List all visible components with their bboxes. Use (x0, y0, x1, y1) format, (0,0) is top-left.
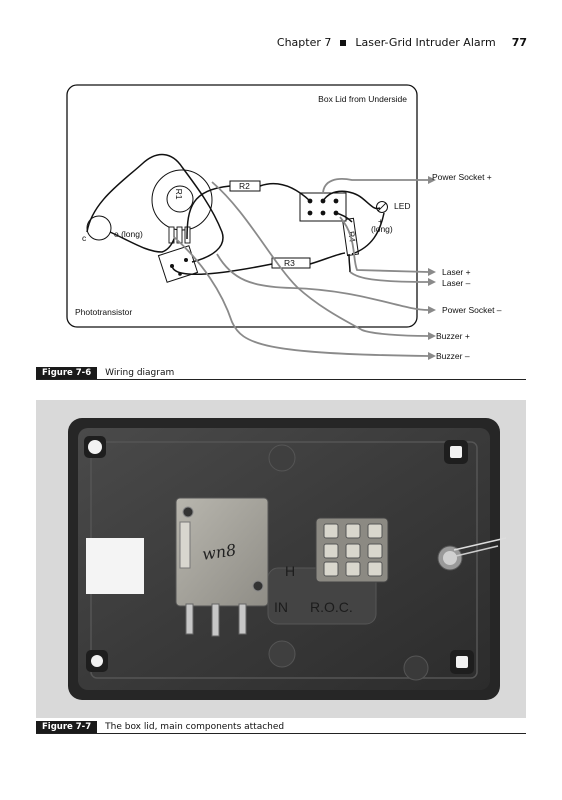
lid-inner (78, 428, 490, 690)
arrow-icon (428, 268, 436, 276)
r3-label: R3 (284, 258, 295, 268)
panel-title: Box Lid from Underside (318, 94, 407, 104)
r2-label: R2 (239, 181, 250, 191)
label-buzzer-plus: Buzzer + (436, 331, 470, 341)
embossed-roc: R.O.C. (310, 599, 353, 615)
switch-pin (333, 198, 339, 204)
arrow-icon (428, 278, 436, 286)
caption-text: Wiring diagram (105, 368, 175, 378)
pot-legs (185, 603, 247, 637)
led-long-label: (long) (371, 224, 393, 234)
figure-label: Figure 7-7 (36, 721, 98, 733)
phototransistor-window (86, 538, 144, 594)
phototransistor-body (86, 215, 112, 241)
figure-label: Figure 7-6 (36, 367, 98, 379)
arrow-icon (428, 306, 436, 314)
led-lead (377, 202, 387, 212)
r1-pot-shaft (166, 185, 194, 213)
label-buzzer-minus: Buzzer – (436, 351, 470, 361)
chapter-title: Laser-Grid Intruder Alarm (355, 36, 496, 49)
wire-arrows (428, 176, 436, 360)
screw-hole (456, 656, 468, 668)
potentiometer (175, 497, 269, 607)
r3-resistor (271, 257, 311, 269)
arrow-icon (428, 352, 436, 360)
switch-pin (307, 210, 313, 216)
gray-wires (173, 178, 429, 357)
pot-handwriting: wn8 (201, 540, 237, 564)
led-lens (443, 551, 457, 565)
caption-text: The box lid, main components attached (105, 722, 285, 732)
pot-rivet (182, 506, 194, 518)
phototransistor-c-label: c (82, 233, 87, 243)
pot-leg (211, 603, 220, 637)
switch-lugs (323, 523, 383, 577)
running-header: Chapter 7 Laser-Grid Intruder Alarm 77 (0, 36, 527, 49)
separator-square-icon (340, 39, 347, 46)
chapter-label: Chapter 7 (276, 36, 332, 49)
pot-side-tab (179, 521, 191, 569)
lid-panel (66, 84, 418, 328)
r1-label: R1 (174, 189, 184, 200)
switch-block (299, 192, 347, 222)
box-lid-photo: IN R.O.C. H wn8 (36, 400, 526, 718)
embossed-in: IN (274, 599, 288, 615)
label-power-socket-plus: Power Socket + (432, 172, 492, 182)
pot-leg (238, 603, 247, 635)
figure-7-7-caption: Figure 7-7 The box lid, main components a… (36, 721, 526, 734)
label-power-socket-minus: Power Socket – (442, 305, 502, 315)
terminal-block (157, 245, 199, 283)
phototransistor-e-label: e (long) (114, 229, 143, 239)
mold-dome (268, 444, 296, 472)
r4-label: R4 (346, 231, 357, 243)
screw-hole (91, 655, 103, 667)
wiring-diagram: Box Lid from Underside R1 c e (long) Pho… (66, 84, 502, 361)
mold-dome (268, 640, 296, 668)
pot-leg (185, 603, 194, 635)
screw-hole (88, 440, 102, 454)
led-lead-photo (453, 537, 507, 551)
pot-rivet (252, 580, 264, 592)
label-laser-minus: Laser – (442, 278, 471, 288)
label-laser-plus: Laser + (442, 267, 471, 277)
page-number: 77 (511, 36, 527, 49)
embossed-h: H (285, 563, 295, 579)
arrow-icon (428, 332, 436, 340)
arrow-icon (428, 176, 436, 184)
switch-pin (320, 210, 326, 216)
phototransistor-label: Phototransistor (75, 307, 132, 317)
terminal-dot (184, 258, 188, 262)
led-lead-photo (455, 545, 499, 557)
mold-dome (403, 655, 429, 681)
screw-hole (450, 446, 462, 458)
figure-7-6-caption: Figure 7-6 Wiring diagram (36, 367, 526, 380)
led-plus-label: + (378, 216, 383, 226)
led-label: LED (394, 201, 411, 211)
